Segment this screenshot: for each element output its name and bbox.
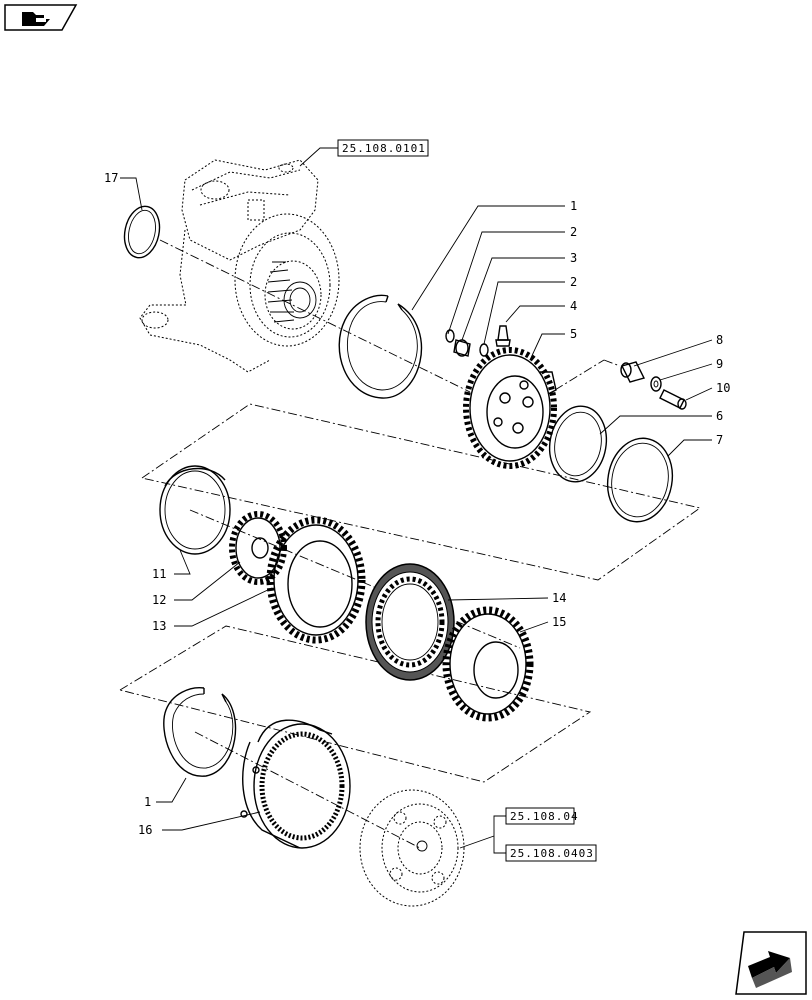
assembly-outline-upper xyxy=(140,403,702,581)
gear-part-15 xyxy=(442,606,534,722)
steering-knuckle xyxy=(139,159,340,373)
centerline-upper xyxy=(159,239,621,393)
callout-2-lower: 2 xyxy=(570,275,577,289)
bushing-washer-bolt-parts-8-9-10 xyxy=(620,361,687,410)
planet-carrier-assembly xyxy=(359,789,465,907)
carrier-gear-part-5 xyxy=(463,347,557,469)
folder-back-icon[interactable] xyxy=(4,4,78,31)
callout-1-lower: 1 xyxy=(144,795,151,809)
ring-part-11 xyxy=(159,465,231,555)
callout-7: 7 xyxy=(716,433,723,447)
gear-part-13 xyxy=(266,516,366,644)
centerline-lower xyxy=(194,731,421,849)
callout-1-upper: 1 xyxy=(570,199,577,213)
callout-11: 11 xyxy=(152,567,166,581)
reference-box-25-108-0101[interactable]: 25.108.0101 xyxy=(337,139,429,157)
callout-17: 17 xyxy=(104,171,118,185)
svg-text:25.108.0101: 25.108.0101 xyxy=(342,142,426,155)
callout-3: 3 xyxy=(570,251,577,265)
callout-5: 5 xyxy=(570,327,577,341)
assembly-outline-lower xyxy=(118,625,592,783)
ring-gear-part-16 xyxy=(240,719,351,849)
ring-part-17 xyxy=(123,205,161,259)
reference-box-25-108-04[interactable]: 25.108.04 xyxy=(505,807,579,825)
snap-ring-part-1-lower xyxy=(163,687,237,777)
callout-12: 12 xyxy=(152,593,166,607)
callout-9: 9 xyxy=(716,357,723,371)
callout-14: 14 xyxy=(552,591,566,605)
friction-disc-part-14 xyxy=(365,563,455,681)
next-page-arrow-icon[interactable] xyxy=(735,931,807,995)
svg-text:25.108.04: 25.108.04 xyxy=(510,810,579,823)
gear-part-12 xyxy=(229,511,287,585)
snap-ring-part-1 xyxy=(338,294,423,399)
callout-6: 6 xyxy=(716,409,723,423)
callout-16: 16 xyxy=(138,823,152,837)
centerline-middle xyxy=(189,509,521,649)
callout-2-upper: 2 xyxy=(570,225,577,239)
rings-parts-6-7 xyxy=(548,405,674,523)
callout-4: 4 xyxy=(570,299,577,313)
svg-text:25.108.0403: 25.108.0403 xyxy=(510,847,594,860)
callout-10: 10 xyxy=(716,381,730,395)
reference-box-25-108-0403[interactable]: 25.108.0403 xyxy=(505,844,597,862)
callout-13: 13 xyxy=(152,619,166,633)
pin-parts-2-3-4 xyxy=(445,325,511,357)
callout-8: 8 xyxy=(716,333,723,347)
callout-15: 15 xyxy=(552,615,566,629)
